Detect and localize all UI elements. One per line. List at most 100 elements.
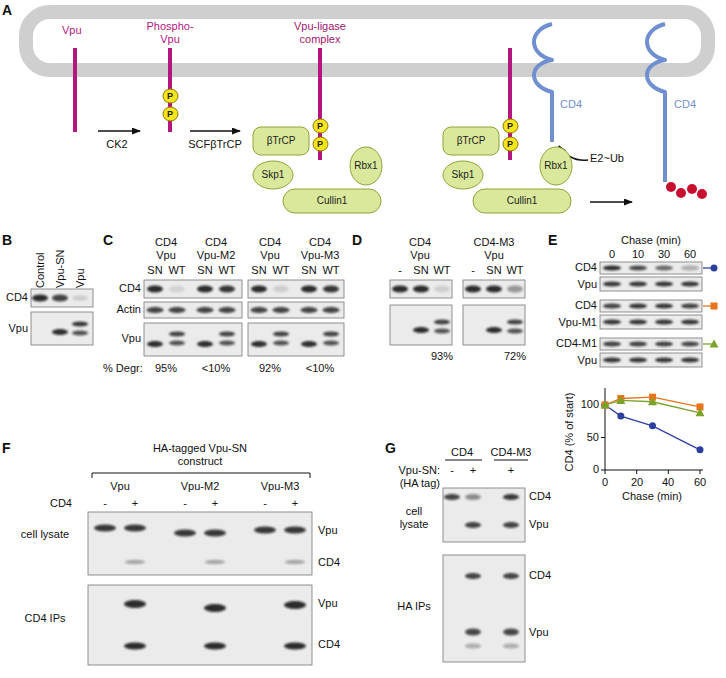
series-key-symbol bbox=[711, 303, 718, 310]
blot-band bbox=[174, 530, 196, 537]
blot-panel bbox=[88, 585, 312, 665]
blot-band bbox=[503, 629, 519, 636]
text-label: CD4 bbox=[575, 299, 597, 312]
phospho-circle: P bbox=[312, 118, 329, 134]
data-point bbox=[648, 397, 657, 405]
node-text: Cullin1 bbox=[507, 195, 538, 207]
blot-band bbox=[254, 527, 276, 534]
text-label: CD4 bbox=[205, 236, 227, 249]
text-label: CD4-M3 bbox=[474, 236, 515, 249]
text-label: 20 bbox=[631, 476, 643, 489]
node-shape bbox=[163, 107, 178, 121]
text-label: Control bbox=[34, 253, 47, 288]
axis-tick bbox=[605, 470, 606, 474]
blot-band bbox=[197, 307, 214, 313]
bracket bbox=[92, 473, 310, 478]
node-shape bbox=[540, 147, 572, 185]
blot-band bbox=[124, 643, 146, 650]
blot-band bbox=[72, 322, 88, 327]
header-line bbox=[494, 460, 528, 461]
node-shape bbox=[313, 137, 328, 151]
blot-panel bbox=[248, 280, 344, 298]
text-label: 92% bbox=[259, 362, 281, 375]
text-label: SN bbox=[197, 264, 212, 277]
blot-band bbox=[629, 304, 647, 309]
text-label: cell lysate bbox=[20, 528, 70, 541]
blot-band bbox=[503, 494, 519, 500]
text-label: WT bbox=[433, 264, 450, 277]
text-label: + bbox=[292, 497, 298, 510]
blot-band bbox=[655, 342, 673, 347]
phospho-circle: P bbox=[312, 136, 329, 152]
axis-tick bbox=[636, 470, 637, 474]
blot-band bbox=[323, 341, 339, 346]
blot-band bbox=[392, 286, 408, 293]
blot-panel bbox=[248, 302, 344, 318]
text-label: 0 bbox=[602, 476, 608, 489]
text-label: Vpu bbox=[121, 332, 141, 345]
blot-band bbox=[629, 282, 647, 287]
step-arrow bbox=[590, 201, 632, 203]
text-label: Phospho-Vpu bbox=[139, 20, 201, 46]
series-key-line bbox=[703, 343, 712, 344]
blot-band bbox=[219, 332, 235, 337]
node-text: βTrCP bbox=[457, 135, 486, 147]
blot-band bbox=[503, 573, 519, 579]
node-text: Cullin1 bbox=[317, 195, 348, 207]
node-shape bbox=[503, 119, 518, 133]
blot-panel bbox=[248, 323, 344, 356]
cullin1-shape: Cullin1 bbox=[282, 188, 382, 214]
text-label: SN bbox=[486, 264, 501, 277]
text-label: CD4-M3 bbox=[491, 446, 532, 459]
text-label: CK2 bbox=[106, 138, 127, 151]
node-text: P bbox=[167, 90, 173, 102]
blot-band bbox=[413, 327, 429, 333]
node-text: Skp1 bbox=[262, 169, 285, 181]
node-shape bbox=[313, 119, 328, 133]
text-label: CD4 bbox=[309, 236, 331, 249]
text-label: Vpu bbox=[410, 249, 430, 262]
node-shape bbox=[350, 147, 382, 185]
text-label: Vpu-M2 bbox=[197, 249, 236, 262]
blot-band bbox=[52, 295, 68, 302]
blot-band bbox=[629, 358, 647, 363]
cullin1-shape: Cullin1 bbox=[472, 188, 572, 214]
blot-band bbox=[197, 341, 213, 347]
blot-band bbox=[124, 600, 146, 608]
text-label: Vpu bbox=[74, 268, 87, 288]
text-label: CD4 bbox=[318, 638, 340, 651]
node-shape bbox=[253, 161, 293, 189]
blot-band bbox=[169, 341, 185, 346]
text-label: Chase (min) bbox=[621, 234, 681, 247]
text-label: CD4-M1 bbox=[556, 337, 597, 350]
text-label: SN bbox=[413, 264, 428, 277]
blot-band bbox=[465, 644, 481, 649]
blot-band bbox=[323, 332, 339, 337]
blot-panel bbox=[600, 277, 702, 291]
text-label: + bbox=[508, 464, 514, 477]
text-label: 95% bbox=[155, 362, 177, 375]
text-label: CD4 bbox=[259, 236, 281, 249]
text-label: 60 bbox=[684, 248, 696, 261]
text-label: Vpu bbox=[62, 24, 82, 37]
blot-band bbox=[655, 304, 673, 309]
data-point bbox=[649, 422, 656, 429]
ubiquitin-dot bbox=[687, 184, 697, 194]
blot-band bbox=[603, 358, 621, 363]
blot-band bbox=[503, 522, 519, 528]
text-label: - bbox=[398, 264, 402, 277]
text-label: <10% bbox=[306, 362, 334, 375]
text-label: CD4 bbox=[6, 291, 28, 304]
blot-band bbox=[465, 494, 481, 500]
blot-band bbox=[465, 286, 481, 293]
text-label: Vpu-SN: bbox=[398, 464, 440, 477]
blot-panel bbox=[600, 262, 702, 274]
blot-band bbox=[444, 494, 460, 500]
blot-band bbox=[323, 307, 340, 313]
text-label: SCFβTrCP bbox=[188, 138, 242, 151]
blot-band bbox=[629, 320, 647, 325]
blot-panel bbox=[31, 312, 93, 345]
text-label: + bbox=[132, 497, 138, 510]
